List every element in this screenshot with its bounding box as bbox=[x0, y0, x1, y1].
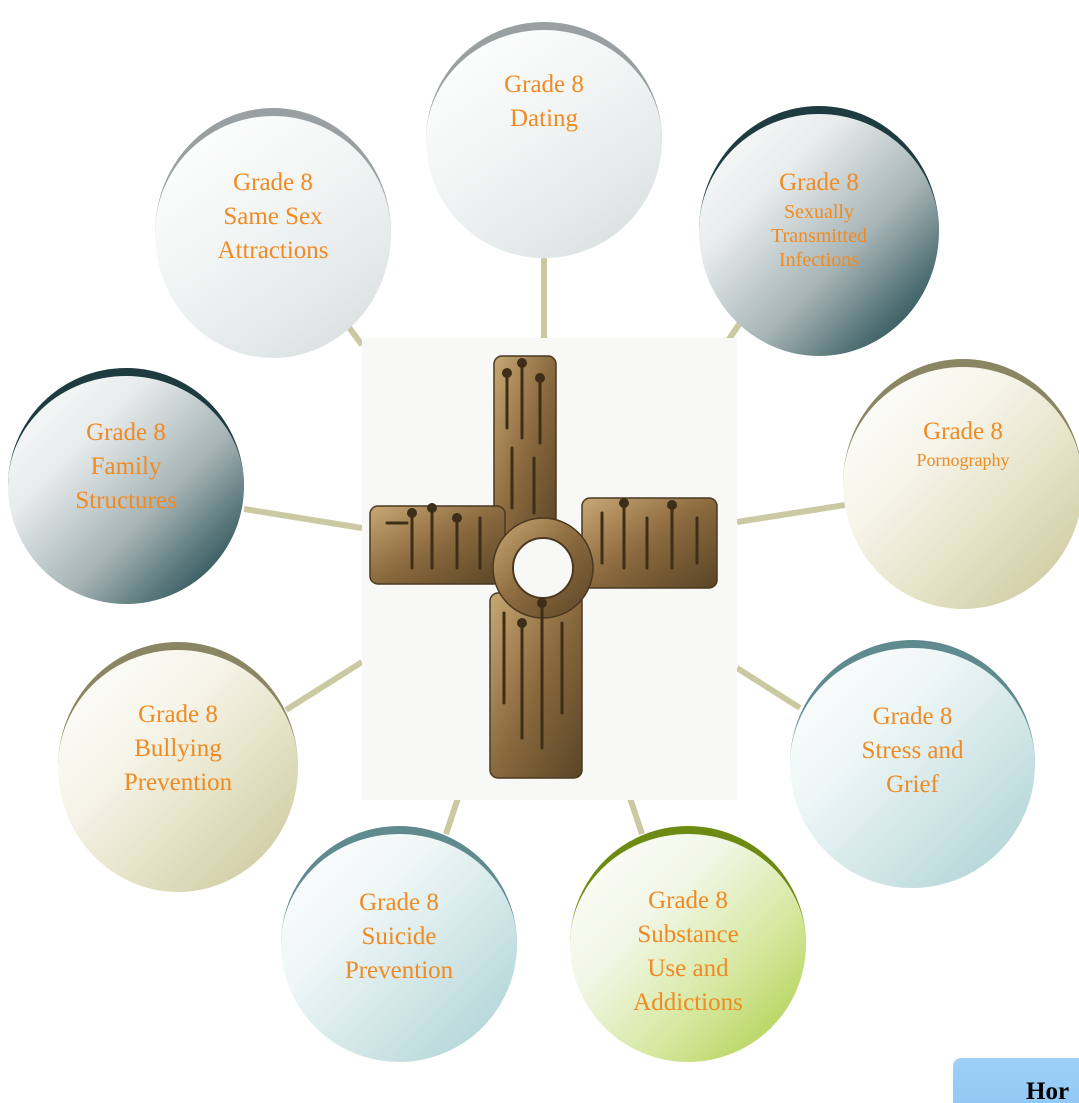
topic-title-line: Pornography bbox=[916, 450, 1010, 470]
topic-grade: Grade 8 bbox=[86, 419, 166, 446]
topic-title-line: Bullying bbox=[134, 735, 222, 762]
cross-of-figures-icon bbox=[369, 355, 718, 779]
topic-pornography[interactable]: Grade 8 Pornography bbox=[843, 359, 1079, 609]
topic-grade: Grade 8 bbox=[504, 71, 584, 98]
topic-title-line: Prevention bbox=[123, 769, 233, 796]
connector-pornography bbox=[736, 502, 846, 525]
home-button-label: Hor bbox=[1026, 1078, 1070, 1103]
topic-title-line: Stress and bbox=[861, 737, 964, 764]
topic-grade: Grade 8 bbox=[359, 889, 439, 916]
center-cross-image bbox=[362, 338, 737, 800]
topic-title-line: Family bbox=[90, 453, 162, 480]
topic-sexually-transmitted-infections[interactable]: Grade 8 Sexually Transmitted Infections bbox=[699, 106, 939, 356]
topic-title-line: Addictions bbox=[633, 989, 743, 1016]
topic-substance-use-and-addictions[interactable]: Grade 8 Substance Use and Addictions bbox=[570, 826, 806, 1062]
topic-title-line: Attractions bbox=[217, 237, 329, 264]
connector-family-structures bbox=[243, 506, 363, 531]
topic-stress-and-grief[interactable]: Grade 8 Stress and Grief bbox=[790, 640, 1035, 888]
topic-grade: Grade 8 bbox=[923, 418, 1003, 445]
topic-grade: Grade 8 bbox=[233, 169, 313, 196]
topic-title-line: Structures bbox=[75, 487, 177, 514]
topic-title-line: Infections bbox=[779, 249, 859, 271]
topic-suicide-prevention[interactable]: Grade 8 Suicide Prevention bbox=[281, 826, 517, 1062]
topic-bullying-prevention[interactable]: Grade 8 Bullying Prevention bbox=[58, 642, 298, 892]
topic-family-structures[interactable]: Grade 8 Family Structures bbox=[8, 368, 244, 604]
topic-title-line: Use and bbox=[647, 955, 729, 982]
topic-dating[interactable]: Grade 8 Dating bbox=[426, 22, 662, 258]
connector-suicide-prevention bbox=[443, 797, 461, 835]
topic-title-line: Transmitted bbox=[771, 225, 867, 247]
topic-title-line: Dating bbox=[509, 105, 579, 132]
connector-bullying-prevention bbox=[284, 659, 364, 713]
topic-grade: Grade 8 bbox=[872, 703, 953, 730]
home-button[interactable]: Hor bbox=[953, 1058, 1079, 1103]
topic-grade: Grade 8 bbox=[648, 887, 728, 914]
topic-title-line: Grief bbox=[886, 771, 939, 798]
topic-title-line: Substance bbox=[637, 921, 739, 948]
topic-title-line: Same Sex bbox=[223, 203, 323, 230]
topic-title-line: Suicide bbox=[361, 923, 437, 950]
topic-grade: Grade 8 bbox=[779, 169, 859, 196]
connector-stress-grief bbox=[735, 665, 802, 711]
connector-substance-use bbox=[627, 797, 645, 835]
topic-title-line: Prevention bbox=[344, 957, 454, 984]
topic-title-line: Sexually bbox=[784, 201, 854, 223]
topic-grade: Grade 8 bbox=[138, 701, 218, 728]
topic-same-sex-attractions[interactable]: Grade 8 Same Sex Attractions bbox=[155, 108, 391, 358]
